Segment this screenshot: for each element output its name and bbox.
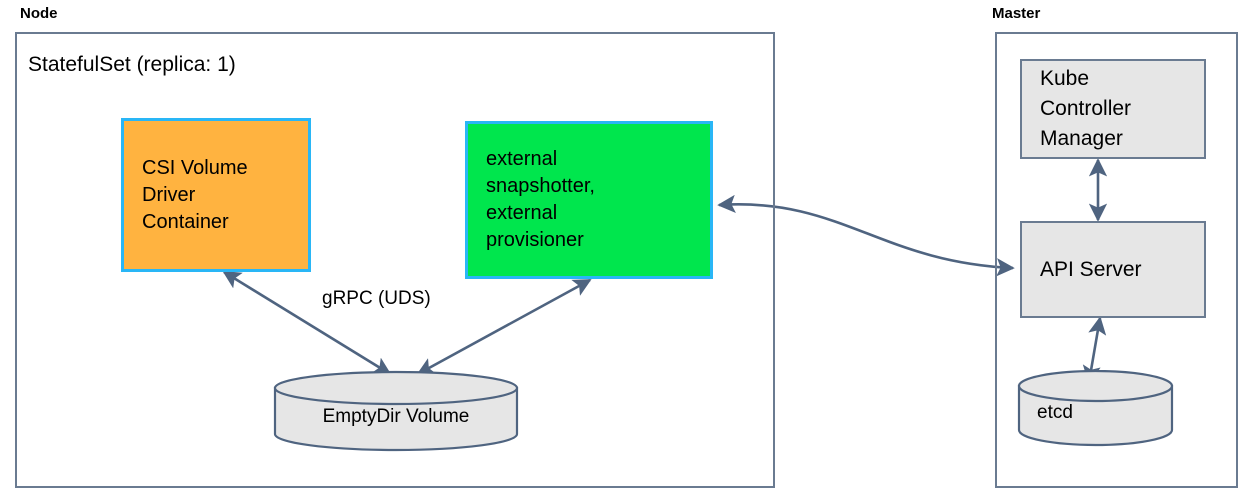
api-server-label: API Server (1040, 257, 1142, 281)
etcd-cylinder[interactable]: etcd (1017, 370, 1174, 448)
kube-controller-manager-label: Kube Controller Manager (1040, 67, 1132, 150)
statefulset-title: StatefulSet (replica: 1) (28, 53, 236, 76)
master-group-box (995, 32, 1238, 488)
etcd-label: etcd (1037, 402, 1073, 423)
api-server-box[interactable]: API Server (1020, 221, 1206, 318)
emptydir-volume-cylinder[interactable]: EmptyDir Volume (273, 370, 519, 452)
emptydir-volume-label: EmptyDir Volume (322, 406, 470, 427)
kube-controller-manager-box[interactable]: Kube Controller Manager (1020, 59, 1206, 159)
grpc-uds-edge-label: gRPC (UDS) (322, 288, 431, 309)
node-group-box (15, 32, 775, 488)
master-group-label: Master (992, 5, 1041, 22)
node-group-label: Node (20, 5, 58, 22)
csi-volume-driver-container-box[interactable]: CSI Volume Driver Container (121, 118, 311, 272)
external-components-label: external snapshotter, external provision… (486, 148, 595, 251)
external-components-box[interactable]: external snapshotter, external provision… (465, 121, 713, 279)
csi-volume-driver-container-label: CSI Volume Driver Container (142, 156, 248, 233)
